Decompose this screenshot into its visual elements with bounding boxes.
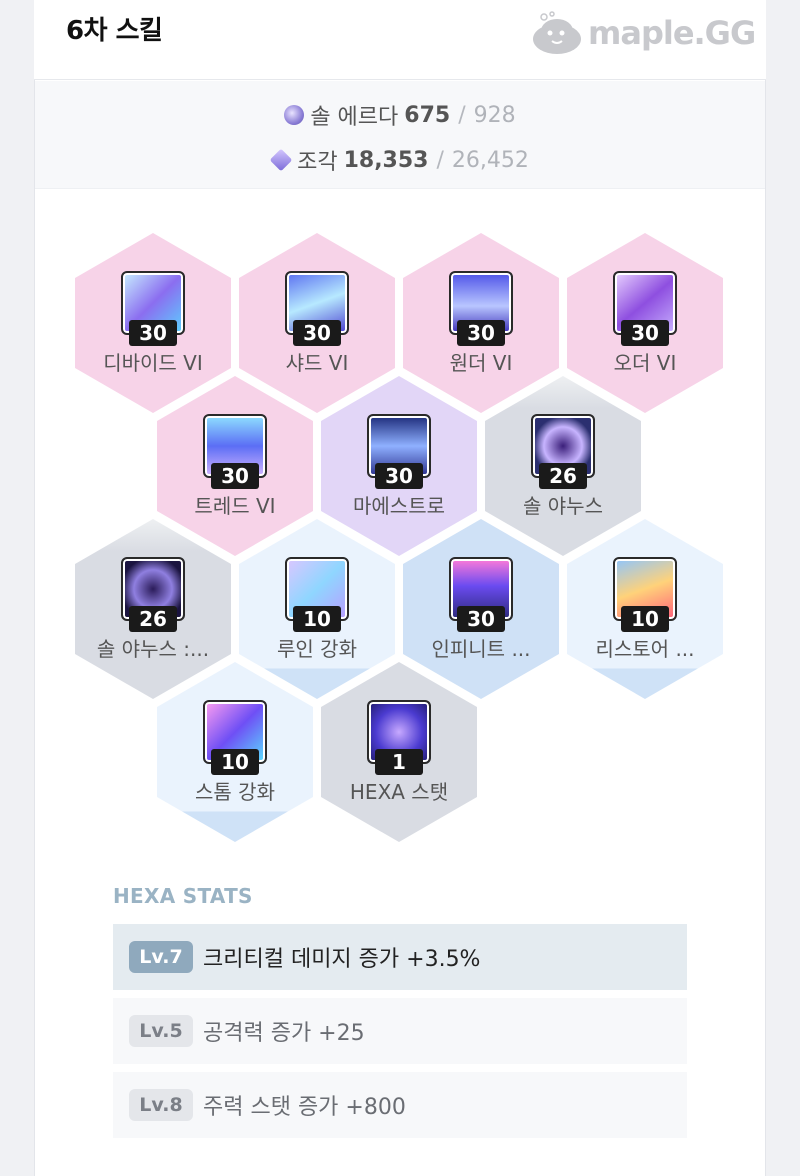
skill-level-badge: 30 <box>211 463 259 489</box>
skill-name: HEXA 스탯 <box>349 780 449 804</box>
stat-text: 주력 스탯 증가 +800 <box>203 1095 406 1120</box>
sol-erda-label: 솔 에르다 <box>310 105 399 130</box>
skill-level-badge: 1 <box>375 749 423 775</box>
hexa-stats-title: HEXA STATS <box>113 884 253 908</box>
skill-name: 루인 강화 <box>277 637 357 661</box>
fragment-current: 18,353 <box>343 147 429 173</box>
stat-level-badge: Lv.5 <box>129 1015 193 1047</box>
skill-tile[interactable]: 30 오더 VI <box>567 233 723 413</box>
skill-level-badge: 10 <box>211 749 259 775</box>
stat-level-badge: Lv.7 <box>129 941 193 973</box>
skill-level-badge: 30 <box>457 320 505 346</box>
skill-name: 샤드 VI <box>285 351 349 375</box>
skill-name: 스톰 강화 <box>195 780 275 804</box>
skill-tile[interactable]: 30 디바이드 VI <box>75 233 231 413</box>
skill-name: 마에스트로 <box>353 494 445 518</box>
skill-name: 리스토어 ... <box>595 637 695 661</box>
skill-tile[interactable]: 30 원더 VI <box>403 233 559 413</box>
skill-tile[interactable]: 26 솔 야누스 :... <box>75 519 231 699</box>
stat-text: 공격력 증가 +25 <box>203 1021 365 1046</box>
skill-tile[interactable]: 30 샤드 VI <box>239 233 395 413</box>
hexa-stat-row-3[interactable]: Lv.8 주력 스탯 증가 +800 <box>113 1072 687 1138</box>
skill-tile[interactable]: 30 트레드 VI <box>157 376 313 556</box>
skill-level-badge: 30 <box>293 320 341 346</box>
skill-level-badge: 30 <box>129 320 177 346</box>
skill-tile[interactable]: 10 리스토어 ... <box>567 519 723 699</box>
skill-level-badge: 30 <box>375 463 423 489</box>
sol-erda-current: 675 <box>404 102 451 128</box>
skill-name: 디바이드 VI <box>103 351 203 375</box>
skill-tile[interactable]: 30 마에스트로 <box>321 376 477 556</box>
card-header: 6차 스킬 maple.GG <box>34 0 766 80</box>
skill-tile[interactable]: 30 인피니트 ... <box>403 519 559 699</box>
stat-text: 크리티컬 데미지 증가 +3.5% <box>203 947 481 972</box>
skill-level-badge: 26 <box>539 463 587 489</box>
skill-level-badge: 30 <box>457 606 505 632</box>
skill-name: 인피니트 ... <box>431 637 531 661</box>
skill-tile[interactable]: 26 솔 야누스 <box>485 376 641 556</box>
skill-level-badge: 10 <box>621 606 669 632</box>
hexa-stat-row-1[interactable]: Lv.7 크리티컬 데미지 증가 +3.5% <box>113 924 687 990</box>
page-title: 6차 스킬 <box>66 16 163 46</box>
sol-erda-icon <box>284 105 305 125</box>
skill-tile[interactable]: 10 스톰 강화 <box>157 662 313 842</box>
skill-name: 트레드 VI <box>194 494 276 518</box>
fragment-icon <box>269 148 293 172</box>
mushroom-logo-icon <box>533 11 581 54</box>
maplegg-logo[interactable]: maple.GG <box>530 8 756 58</box>
fragment-label: 조각 <box>297 150 338 175</box>
skill-name: 솔 야누스 <box>523 494 603 518</box>
skill-name: 원더 VI <box>449 351 513 375</box>
skill-name: 오더 VI <box>613 351 677 375</box>
skill-level-badge: 30 <box>621 320 669 346</box>
skill-level-badge: 10 <box>293 606 341 632</box>
sol-erda-max: 928 <box>473 102 516 128</box>
fragment-max: 26,452 <box>451 147 529 173</box>
logo-text: maple.GG <box>588 14 756 52</box>
hexa-stat-row-2[interactable]: Lv.5 공격력 증가 +25 <box>113 998 687 1064</box>
stat-level-badge: Lv.8 <box>129 1089 193 1121</box>
skill-tile[interactable]: 10 루인 강화 <box>239 519 395 699</box>
resource-panel: 솔 에르다 675 / 928 조각 18,353 / 26,452 <box>35 81 765 189</box>
skill-name: 솔 야누스 :... <box>96 637 210 661</box>
fragment-row: 조각 18,353 / 26,452 <box>35 144 765 176</box>
skill-level-badge: 26 <box>129 606 177 632</box>
sol-erda-row: 솔 에르다 675 / 928 <box>35 99 765 131</box>
